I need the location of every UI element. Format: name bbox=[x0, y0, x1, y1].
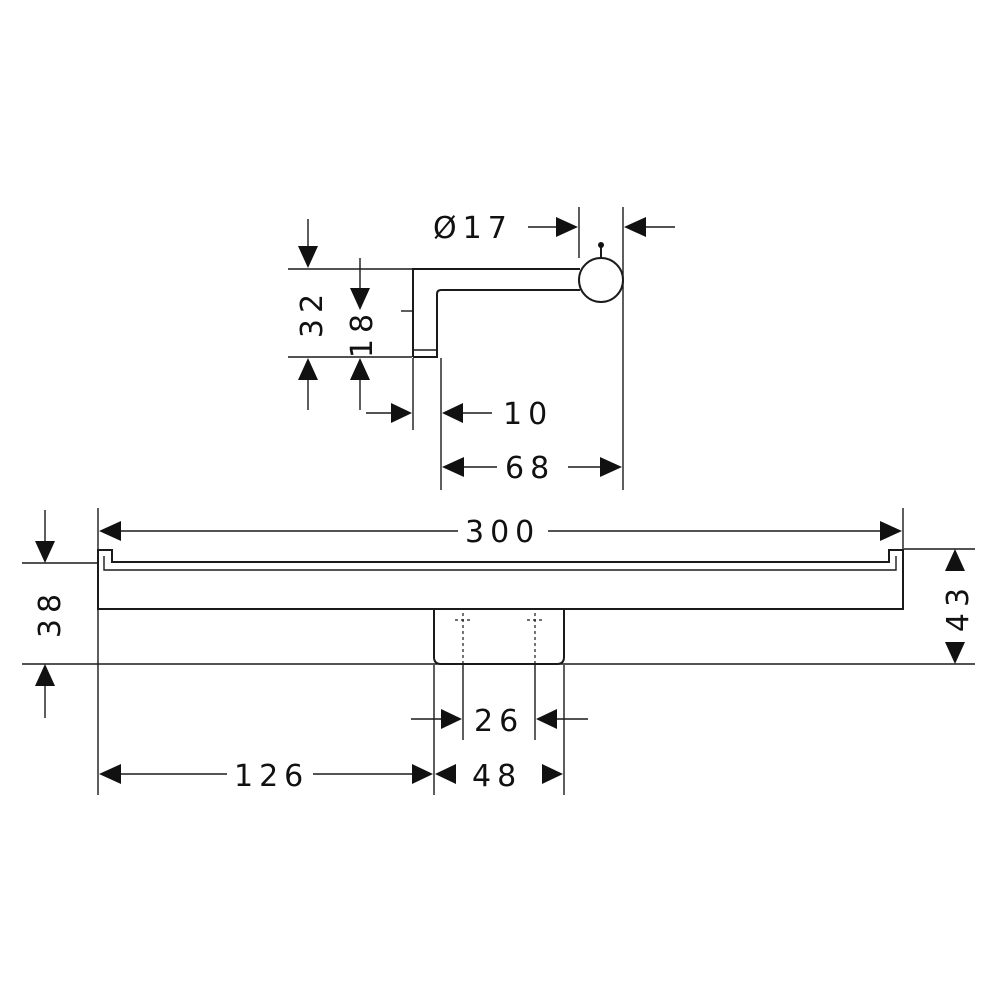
arrowhead bbox=[298, 246, 318, 268]
dim-diameter-label: Ø17 bbox=[433, 211, 513, 246]
dim-length-300-label: 300 bbox=[465, 515, 540, 550]
arrowhead bbox=[35, 664, 55, 686]
mount-block bbox=[433, 609, 565, 665]
dim-width-68-label: 68 bbox=[505, 451, 555, 486]
arrowhead bbox=[350, 288, 370, 310]
arrowhead bbox=[391, 403, 412, 423]
wall-mount-circle bbox=[578, 257, 624, 303]
arrowhead bbox=[600, 457, 622, 477]
arrowhead bbox=[350, 358, 370, 380]
dim-offset-126-label: 126 bbox=[234, 759, 309, 794]
arrowhead bbox=[536, 709, 557, 729]
arrowhead bbox=[556, 217, 578, 237]
dim-width-10-label: 10 bbox=[503, 397, 553, 432]
arrowhead bbox=[542, 764, 563, 784]
bar-top-edge bbox=[103, 556, 897, 571]
dim-height-32-label: 32 bbox=[295, 288, 330, 338]
arrowhead bbox=[412, 764, 433, 784]
arrowhead bbox=[442, 457, 464, 477]
dim-spacing-26-label: 26 bbox=[474, 704, 524, 739]
arrowhead bbox=[880, 521, 902, 541]
arrowhead bbox=[99, 764, 121, 784]
side-view: Ø17 32 18 10 68 bbox=[288, 207, 675, 490]
arrowhead bbox=[624, 217, 646, 237]
dim-height-18-label: 18 bbox=[345, 308, 380, 358]
arrowhead bbox=[435, 764, 456, 784]
arrowhead bbox=[441, 709, 462, 729]
arrowhead bbox=[945, 642, 965, 664]
arrowhead bbox=[945, 549, 965, 571]
bar-body bbox=[97, 549, 904, 610]
front-view: 300 38 43 26 126 48 bbox=[22, 508, 976, 795]
arrowhead bbox=[99, 521, 121, 541]
arrowhead bbox=[35, 541, 55, 563]
mount-pin-cap bbox=[598, 242, 604, 248]
arrowhead bbox=[442, 403, 463, 423]
dim-height-43-label: 43 bbox=[941, 582, 976, 632]
arm-profile bbox=[412, 268, 580, 358]
dim-width-48-label: 48 bbox=[472, 759, 522, 794]
arrowhead bbox=[298, 358, 318, 380]
dim-height-38-label: 38 bbox=[33, 588, 68, 638]
